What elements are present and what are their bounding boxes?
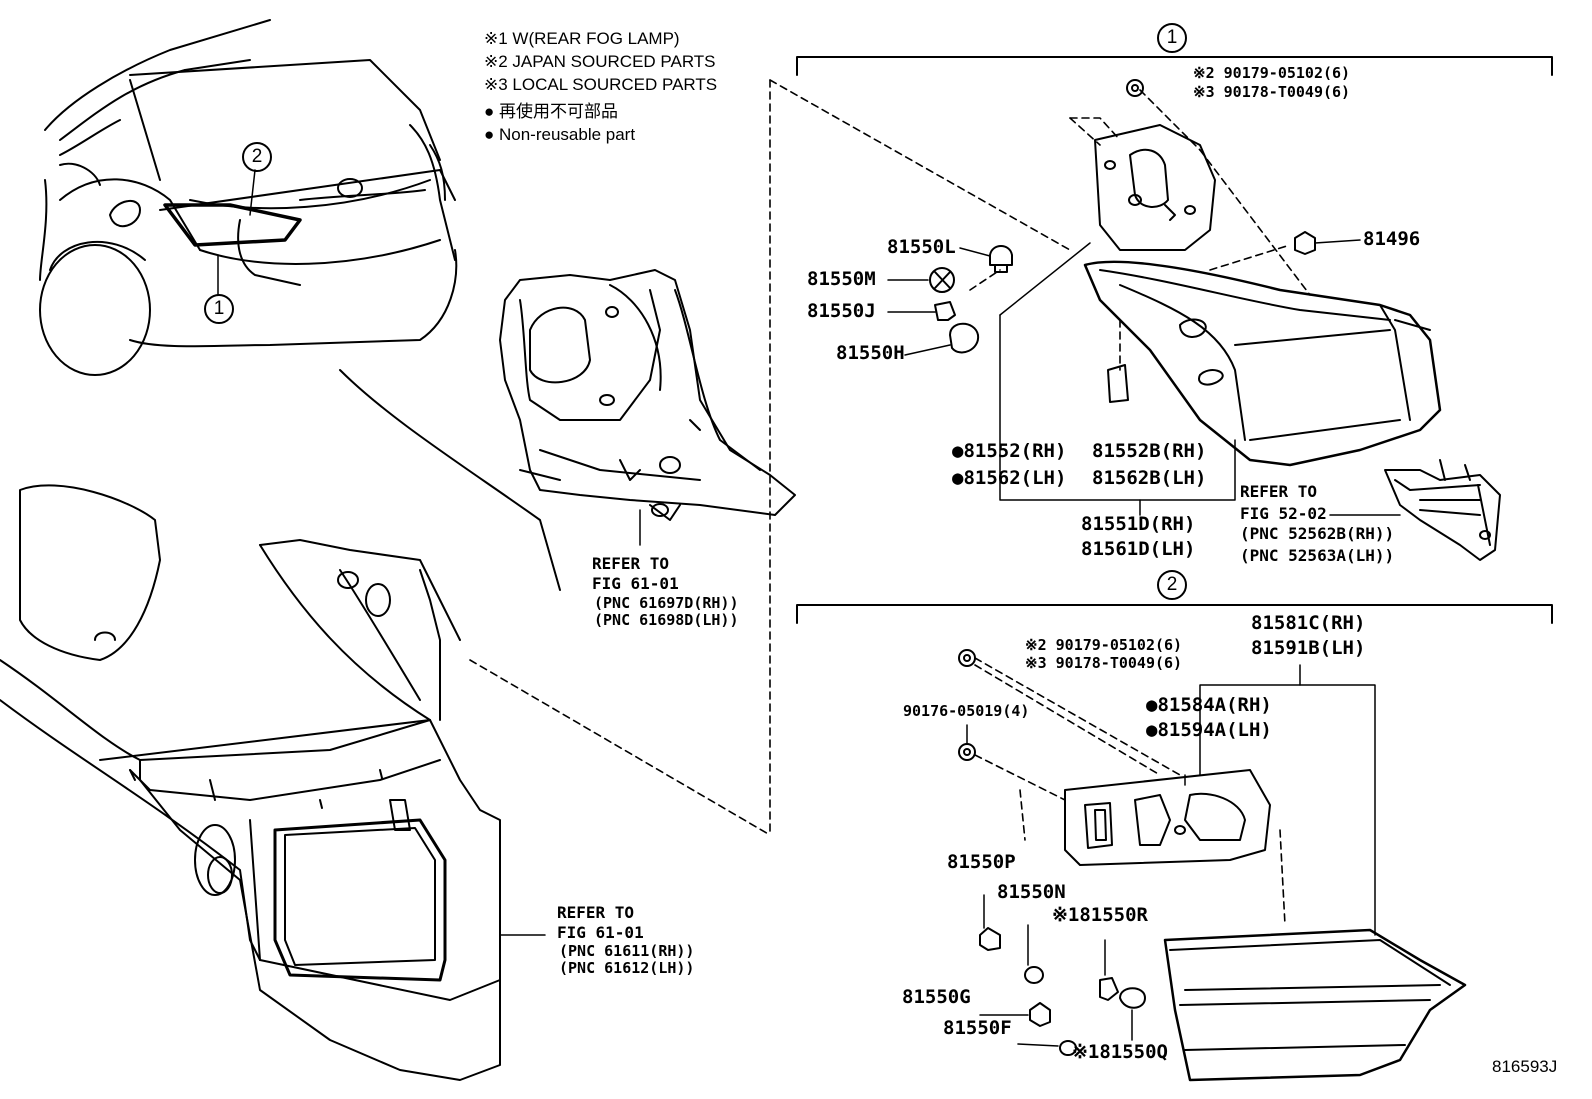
part-81550M: 81550M [807, 268, 876, 290]
part-81550N: 81550N [997, 881, 1066, 903]
ref-bottom-line2: FIG 61-01 [557, 923, 644, 942]
part-81581C-rh: 81581C(RH) [1251, 612, 1366, 634]
group1-leaders [999, 242, 1401, 516]
part-81550L: 81550L [887, 236, 956, 258]
ref-mid-line2: FIG 61-01 [592, 574, 679, 593]
wheel-housing-bracket [499, 269, 796, 546]
part-81550G: 81550G [902, 986, 971, 1008]
group1-dashed [969, 89, 1311, 371]
legend-note-non-reusable-jp: ● 再使用不可部品 [484, 102, 618, 121]
clip-81496 [1294, 231, 1361, 255]
callout-2-group: 2 [1157, 570, 1187, 600]
callout-1-car: 1 [204, 294, 234, 324]
part-81552B-rh: 81552B(RH) [1092, 440, 1207, 462]
callout-2-car: 2 [242, 142, 272, 172]
ref-bottom-line1: REFER TO [557, 903, 635, 922]
dashed-guides [469, 79, 1071, 836]
rear-body-panel [0, 369, 561, 1081]
part-81496: 81496 [1363, 228, 1421, 250]
part-81550J: 81550J [807, 300, 876, 322]
group1-bulbs [887, 245, 1013, 356]
group2-frame [796, 604, 1553, 624]
group2-leaders [1199, 664, 1376, 936]
legend-note-fog-lamp: ※1 W(REAR FOG LAMP) [484, 29, 680, 48]
part-81552-rh: ●81552(RH) [952, 440, 1067, 462]
ref-bottom-line3: (PNC 61611(RH)) [559, 942, 695, 960]
rear-combination-lamp [1083, 260, 1442, 467]
legend-note-local: ※3 LOCAL SOURCED PARTS [484, 75, 718, 94]
legend-note-japan: ※2 JAPAN SOURCED PARTS [484, 52, 716, 71]
part-81594A-lh: ●81594A(LH) [1146, 719, 1272, 741]
g2-screw-local: ※3 90178-T0049(6) [1025, 654, 1183, 672]
lamp-bracket [1384, 459, 1501, 561]
car-rear-illustration [39, 19, 458, 376]
group1-gasket [1094, 124, 1216, 251]
ref-bottom-line4: (PNC 61612(LH)) [559, 959, 695, 977]
part-81561D-lh: 81561D(LH) [1081, 538, 1196, 560]
part-90176-05019: 90176-05019(4) [903, 702, 1030, 720]
part-81591B-lh: 81591B(LH) [1251, 637, 1366, 659]
ref-right-line4: (PNC 52563A(LH)) [1240, 546, 1395, 565]
legend-note-non-reusable-en: ● Non-reusable part [484, 125, 636, 144]
part-81550H: 81550H [836, 342, 905, 364]
part-81562B-lh: 81562B(LH) [1092, 467, 1207, 489]
g1-screw-japan: ※2 90179-05102(6) [1193, 64, 1351, 82]
ref-mid-line4: (PNC 61698D(LH)) [594, 611, 739, 629]
ref-right-line2: FIG 52-02 [1240, 504, 1327, 523]
ref-mid-line1: REFER TO [592, 554, 670, 573]
part-81550R: ※181550R [1052, 904, 1148, 926]
group2-dashed [974, 657, 1286, 926]
part-81551D-rh: 81551D(RH) [1081, 513, 1196, 535]
back-door-lamp [1163, 928, 1467, 1082]
group2-bulbs [979, 894, 1146, 1056]
ref-right-line3: (PNC 52562B(RH)) [1240, 524, 1395, 543]
group1-screw [1126, 79, 1144, 97]
part-81584A-rh: ●81584A(RH) [1146, 694, 1272, 716]
part-81562-lh: ●81562(LH) [952, 467, 1067, 489]
part-81550F: 81550F [943, 1017, 1012, 1039]
callout-1-group: 1 [1157, 23, 1187, 53]
part-81550Q: ※181550Q [1072, 1041, 1168, 1063]
part-81550P: 81550P [947, 851, 1016, 873]
g1-screw-local: ※3 90178-T0049(6) [1193, 83, 1351, 101]
group1-frame [796, 56, 1553, 76]
figure-id: 816593J [1492, 1057, 1558, 1076]
group2-gasket [1064, 769, 1271, 866]
g2-screw-japan: ※2 90179-05102(6) [1025, 636, 1183, 654]
ref-right-line1: REFER TO [1240, 482, 1318, 501]
ref-mid-line3: (PNC 61697D(RH)) [594, 594, 739, 612]
